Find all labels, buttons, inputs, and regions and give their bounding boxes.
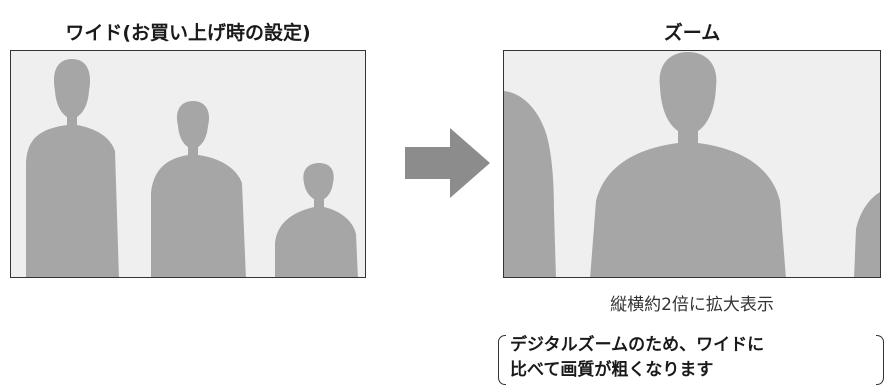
zoom-quality-note: デジタルズームのため、ワイドに 比べて画質が粗くなります xyxy=(498,333,884,389)
right-bracket xyxy=(876,335,884,385)
wide-mode-illustration xyxy=(26,59,358,277)
note-text: デジタルズームのため、ワイドに 比べて画質が粗くなります xyxy=(510,333,764,383)
note-line-1: デジタルズームのため、ワイドに xyxy=(510,335,765,355)
zoom-mode-title: ズーム xyxy=(663,22,721,44)
zoom-mode-illustration xyxy=(504,52,880,277)
note-line-2: 比べて画質が粗くなります xyxy=(510,360,714,380)
arrow-right-icon xyxy=(405,128,490,198)
zoom-mode-screen xyxy=(503,50,881,278)
person-silhouette-cropped-right xyxy=(854,192,880,277)
left-bracket xyxy=(498,335,506,385)
zoom-caption: 縦横約2倍に拡大表示 xyxy=(610,295,774,315)
person-silhouette-large xyxy=(26,59,119,277)
person-silhouette-zoomed xyxy=(590,52,786,277)
person-silhouette-cropped-left xyxy=(504,91,556,277)
wide-mode-title: ワイド(お買い上げ時の設定) xyxy=(65,22,311,44)
person-silhouette-medium xyxy=(151,101,246,277)
person-silhouette-small xyxy=(275,163,358,277)
wide-mode-screen xyxy=(10,50,366,278)
